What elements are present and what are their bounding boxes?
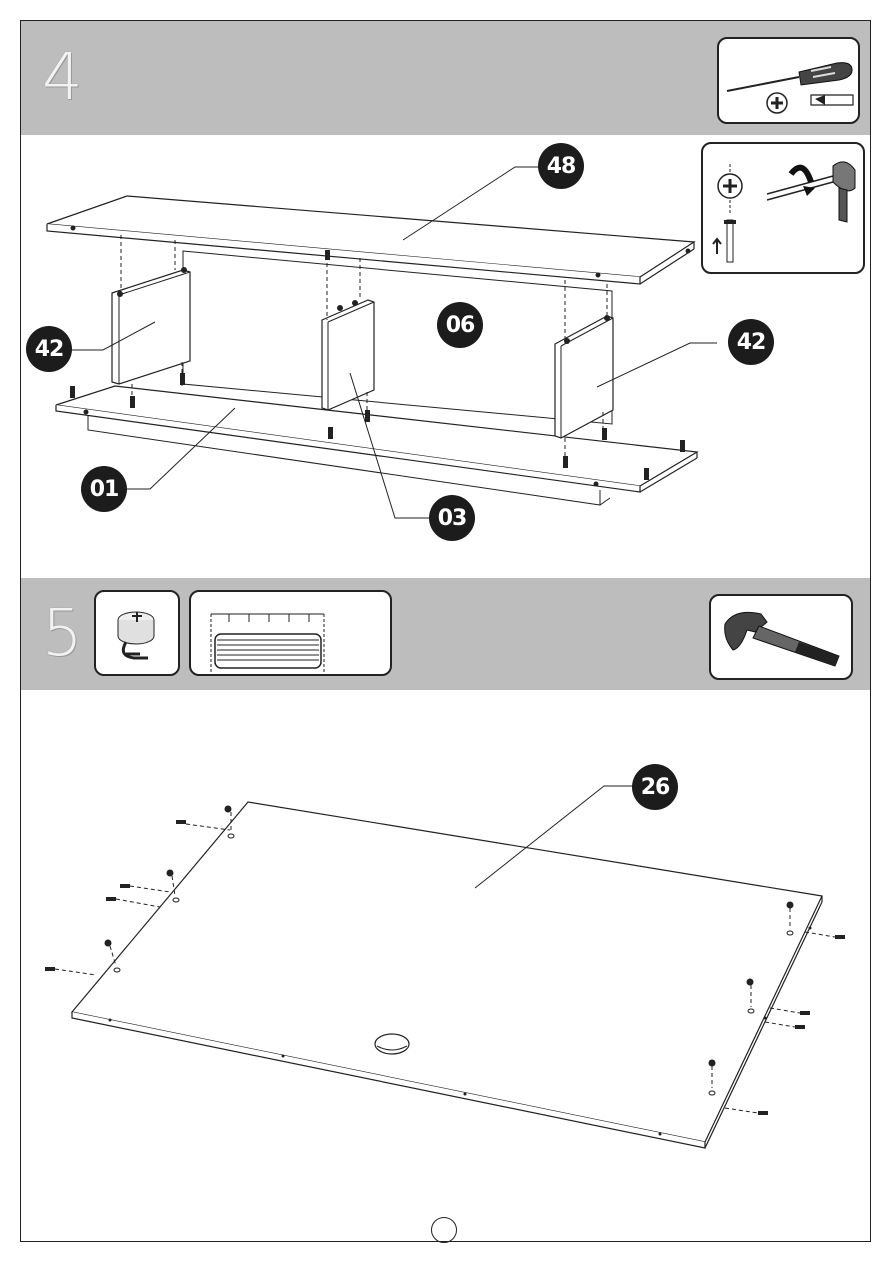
callout-26: 26	[632, 764, 678, 810]
bottom-board-26	[72, 802, 822, 1148]
page-number	[431, 1217, 457, 1243]
